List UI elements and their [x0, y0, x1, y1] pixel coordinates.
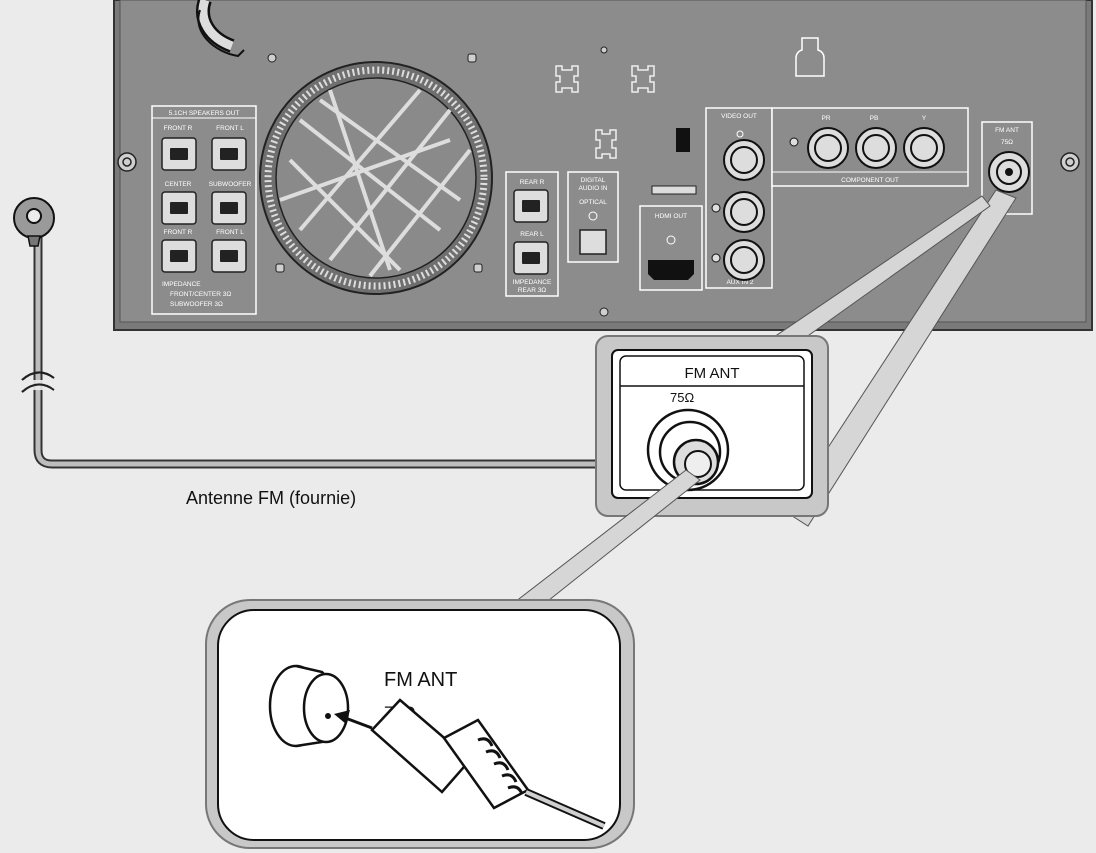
- hook: [795, 37, 825, 77]
- digital-label: DIGITAL: [581, 177, 606, 184]
- coax-plug: [370, 698, 606, 830]
- coax-socket: [268, 664, 350, 748]
- video-out-label: VIDEO OUT: [721, 113, 757, 120]
- hdmi-out-label: HDMI OUT: [655, 213, 687, 220]
- pb-label: PB: [870, 115, 879, 122]
- rear-panel: 5.1CH SPEAKERS OUT FRONT R FRONT L CENTE…: [113, 0, 1093, 331]
- rear-r-small-label: FRONT R: [164, 229, 193, 236]
- speaker-terminals-rear: REAR R REAR L IMPEDANCE REAR 3Ω: [505, 171, 559, 297]
- optical-input: DIGITAL AUDIO IN OPTICAL: [567, 171, 619, 263]
- fm-ant-small-label: FM ANT: [995, 127, 1019, 134]
- cooling-fan: [259, 61, 493, 295]
- impedance-rear-label: IMPEDANCE: [513, 279, 552, 286]
- fm-ant-callout-bottom: FM ANT 75Ω: [205, 599, 635, 849]
- power-cord: [196, 0, 245, 58]
- fm-antenna-cable: [21, 232, 690, 469]
- insert-arrow: [334, 710, 373, 730]
- component-out: PR PB Y COMPONENT OUT: [771, 107, 969, 187]
- impedance-sub-label: SUBWOOFER 3Ω: [170, 301, 223, 308]
- fm-ant-small-ohm: 75Ω: [1001, 139, 1013, 146]
- front-r-label: FRONT R: [164, 125, 193, 132]
- hdmi-output: HDMI OUT: [639, 128, 703, 291]
- aux-in-label: AUX IN 2: [726, 279, 753, 286]
- antenna-ring-terminal: [13, 197, 55, 247]
- audio-in-label: AUDIO IN: [579, 185, 608, 192]
- rear-l-small-label: FRONT L: [216, 229, 244, 236]
- component-out-label: COMPONENT OUT: [841, 177, 899, 184]
- center-label: CENTER: [165, 181, 192, 188]
- vent-slots: [555, 65, 655, 159]
- screw-right: [1060, 152, 1080, 172]
- video-aux-jacks: VIDEO OUT AUX IN 2: [705, 107, 773, 289]
- screw-left: [117, 152, 137, 172]
- y-label: Y: [922, 115, 927, 122]
- antenna-caption: Antenne FM (fournie): [186, 488, 356, 508]
- rear-r-label: REAR R: [520, 179, 545, 186]
- impedance-rear-value: REAR 3Ω: [518, 287, 546, 294]
- fm-ant-title-top: FM ANT: [685, 365, 740, 382]
- rear-l-label: REAR L: [520, 231, 544, 238]
- fm-ant-callout-top: FM ANT 75Ω: [595, 335, 829, 517]
- subwoofer-label: SUBWOOFER: [209, 181, 252, 188]
- optical-label: OPTICAL: [579, 199, 607, 206]
- pr-label: PR: [821, 115, 830, 122]
- speakers-out-label: 5.1CH SPEAKERS OUT: [169, 110, 240, 117]
- impedance-front-label: FRONT/CENTER 3Ω: [170, 291, 231, 298]
- fm-ant-ohm-top: 75Ω: [670, 390, 694, 405]
- fm-ant-title-bottom: FM ANT: [384, 669, 457, 691]
- impedance-label: IMPEDANCE: [162, 281, 201, 288]
- front-l-label: FRONT L: [216, 125, 244, 132]
